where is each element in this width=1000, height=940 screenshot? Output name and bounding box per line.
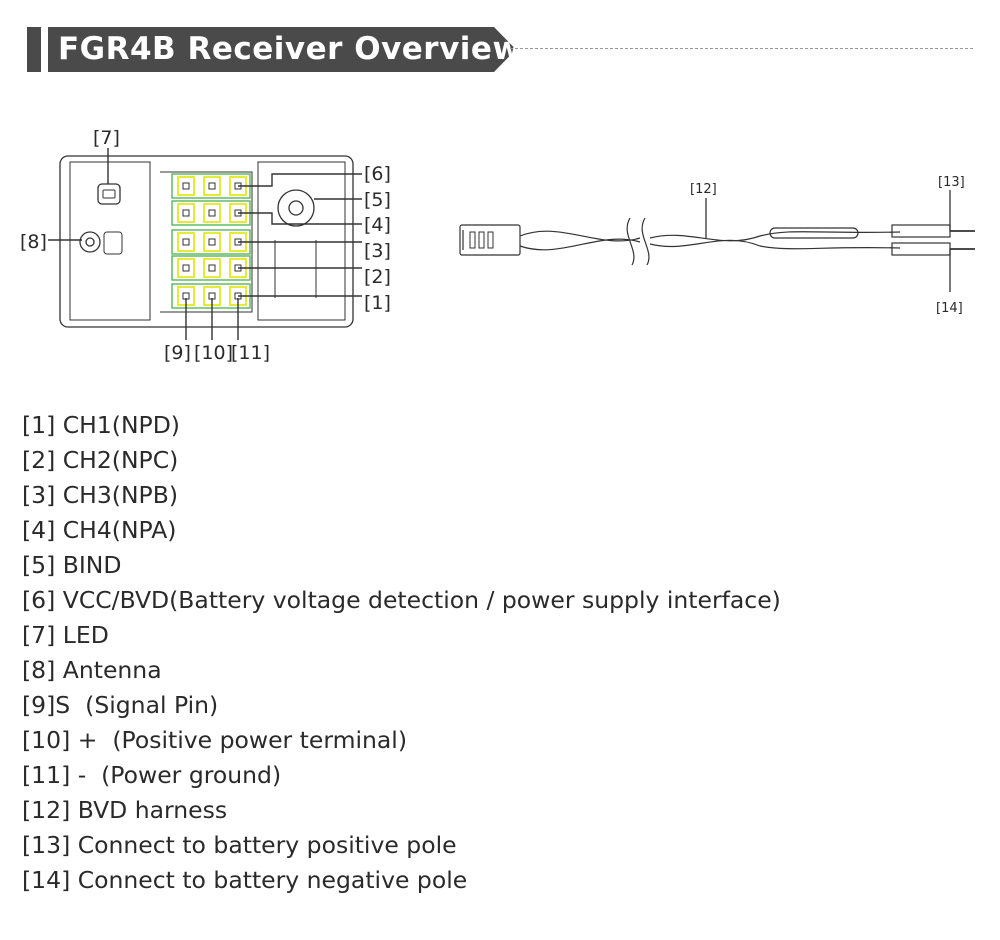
antenna-outer-icon [79,231,101,253]
legend-item-7: [7] LED [22,621,109,649]
callout-1: [1] [364,292,391,314]
lead-upper-terminal [891,224,951,238]
diagram-area: [7] [8] [6] [5] [4] [3] [2] [1] [9] [10]… [0,100,1000,390]
pin-r1-c2 [203,176,221,196]
callout-12: [12] [690,182,717,197]
antenna-inner-icon [85,237,95,247]
leader-4 [238,212,362,225]
legend-item-3: [3] CH3(NPB) [22,481,178,509]
legend-item-6: [6] VCC/BVD(Battery voltage detection / … [22,586,781,614]
callout-13: [13] [938,175,965,190]
inline-sleeve [769,227,859,239]
callout-14: [14] [936,301,963,316]
led-housing [97,183,121,205]
callout-7: [7] [93,127,120,149]
wire-upper-right [649,231,901,242]
pin-grid [171,173,251,309]
harness-plug [459,224,521,256]
callout-4: [4] [364,214,391,236]
legend-item-1: [1] CH1(NPD) [22,411,180,439]
callout-10: [10] [194,342,233,364]
led-icon [102,189,116,199]
callout-9: [9] [164,342,191,364]
legend-item-8: [8] Antenna [22,656,162,684]
legend-item-2: [2] CH2(NPC) [22,446,179,474]
wire-upper-left [519,230,641,242]
pin-r2-c2 [203,203,221,223]
legend-item-4: [4] CH4(NPA) [22,516,177,544]
callout-6: [6] [364,163,391,185]
plug-slot-1 [469,231,476,249]
legend-item-11: [11] - (Power ground) [22,761,282,789]
callout-3: [3] [364,240,391,262]
pin-contact [182,209,190,217]
plug-slot-2 [478,231,485,249]
bind-button-outer-icon [277,189,315,227]
bvd-harness-illustration [459,190,975,292]
bind-button-icon [288,200,304,216]
page-title: FGR4B Receiver Overview [58,31,522,67]
wire-break-left [626,217,635,266]
header-banner [48,27,516,72]
pin-r2-c1 [177,203,195,223]
antenna-housing [103,231,123,255]
section-header: FGR4B Receiver Overview [0,0,1000,90]
wire-lower-left [519,238,641,251]
pin-contact [182,182,190,190]
wire-lower-right [649,239,901,250]
header-dashed-rule [510,48,973,49]
legend-item-10: [10] + (Positive power terminal) [22,726,408,754]
pin-contact [182,264,190,272]
header-accent-bar [27,27,41,72]
pin-r3-c2 [203,232,221,252]
legend-item-9: [9]S (Signal Pin) [22,691,219,719]
pin-contact [182,238,190,246]
legend-item-12: [12] BVD harness [22,796,228,824]
pin-contact [208,182,216,190]
pin-contact [208,209,216,217]
pin-r1-c1 [177,176,195,196]
legend-item-13: [13] Connect to battery positive pole [22,831,457,859]
receiver-leader-lines [48,148,362,340]
plug-slot-3 [487,231,494,249]
receiver-left-section [69,161,151,321]
lead-lower-terminal [891,242,951,256]
legend-list: [1] CH1(NPD) [2] CH2(NPC) [3] CH3(NPB) [… [22,408,781,898]
callout-11: [11] [231,342,270,364]
diagram-svg: [7] [8] [6] [5] [4] [3] [2] [1] [9] [10]… [20,127,975,364]
pin-contact [208,238,216,246]
legend-item-14: [14] Connect to battery negative pole [22,866,468,894]
leader-6 [238,173,362,187]
pin-contact [208,264,216,272]
callout-2: [2] [364,266,391,288]
legend-item-5: [5] BIND [22,551,122,579]
callout-8: [8] [20,231,47,253]
pin-r3-c1 [177,232,195,252]
pin-r4-c2 [203,258,221,278]
wire-break-right [641,217,650,266]
callout-5: [5] [364,189,391,211]
pin-r4-c1 [177,258,195,278]
